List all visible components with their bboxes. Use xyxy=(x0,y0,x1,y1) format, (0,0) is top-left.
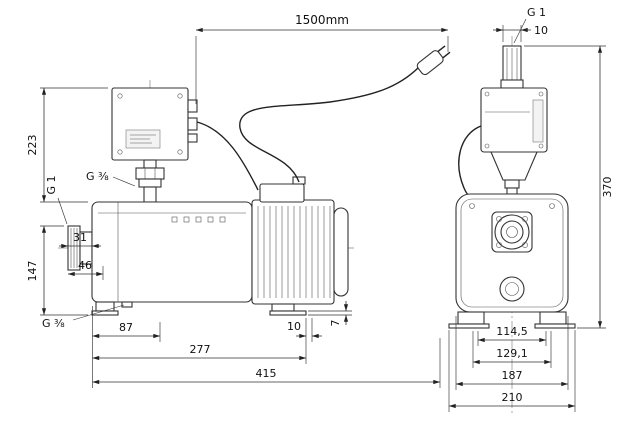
port-flange xyxy=(491,211,533,253)
drain-port-front xyxy=(499,276,525,302)
power-plug-icon xyxy=(416,45,451,76)
pump-feet-front xyxy=(448,311,576,329)
dim-bolt-spacing: 114,5 xyxy=(496,325,528,338)
dim-body-width: 187 xyxy=(502,369,523,382)
dim-base-plate-height: 7 xyxy=(329,320,342,327)
dim-total-width: 210 xyxy=(502,391,523,404)
dim-total-height: 370 xyxy=(601,177,614,198)
side-view-dimensions: 1500mm 223 G 1 G ⅜ 31 46 147 G ⅜ xyxy=(26,13,449,388)
dim-cable-length: 1500mm xyxy=(295,13,349,27)
dim-foot-span: 277 xyxy=(190,343,211,356)
drain-plug xyxy=(121,301,133,308)
terminal-box xyxy=(259,183,305,203)
dim-foot-overhang: 10 xyxy=(287,320,301,333)
dim-foot-offset: 87 xyxy=(119,321,133,334)
dim-foot-width: 129,1 xyxy=(496,347,528,360)
power-cable xyxy=(239,66,420,183)
pump-casing xyxy=(91,201,253,308)
controller-cable xyxy=(196,121,259,191)
dim-height-controller: 223 xyxy=(26,135,39,156)
outlet-port xyxy=(500,45,524,89)
dim-total-length: 415 xyxy=(256,367,277,380)
label-fill-port-thread: G ⅜ xyxy=(86,170,109,183)
front-view-pump xyxy=(448,45,576,329)
dim-axis-height: 147 xyxy=(26,261,39,282)
pressure-control-unit xyxy=(111,87,198,161)
pump-body-front xyxy=(455,193,569,313)
suction-port xyxy=(67,225,93,271)
dim-inlet-offset: 31 xyxy=(73,231,87,244)
label-inlet-thread: G 1 xyxy=(45,175,58,194)
label-outlet-thread: G 1 xyxy=(527,6,546,19)
pump-feet xyxy=(91,301,307,316)
side-view-pump xyxy=(67,45,451,316)
fan-cover xyxy=(333,207,349,297)
dim-outlet-width: 10 xyxy=(534,24,548,37)
control-unit-front xyxy=(458,87,548,202)
label-drain-thread: G ⅜ xyxy=(42,317,65,330)
front-view-dimensions: G 1 10 370 114,5 129,1 187 210 xyxy=(448,6,614,412)
controller-cable-front xyxy=(458,125,482,202)
controller-fitting xyxy=(135,159,165,203)
motor xyxy=(251,176,349,305)
dim-inlet-depth: 46 xyxy=(78,259,92,272)
